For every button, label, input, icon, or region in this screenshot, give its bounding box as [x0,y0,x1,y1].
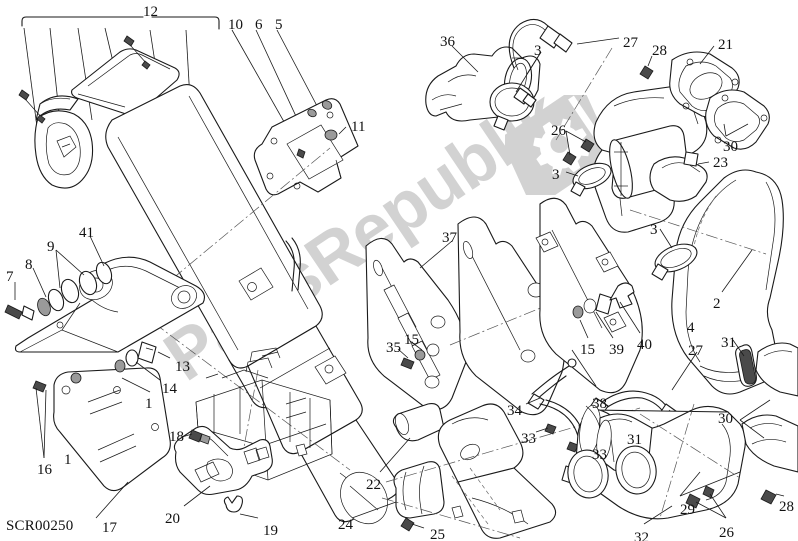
callout-number: 7 [6,269,14,285]
callout-number: 12 [143,4,158,20]
callout-number: 37 [442,230,457,246]
diagram-code: SCR00250 [6,518,74,534]
callout-number: 30 [718,411,733,427]
callout-number: 32 [634,530,649,541]
callout-number: 31 [627,432,642,448]
callout-number: 8 [25,257,33,273]
callout-number: 40 [637,337,652,353]
callout-number: 3 [650,222,658,238]
callout-number: 24 [338,517,353,533]
callout-number: 20 [165,511,180,527]
callout-number: 33 [592,447,607,463]
callout-number: 3 [552,167,560,183]
callout-number: 27 [623,35,638,51]
callout-number: 18 [169,429,184,445]
callout-number: 27 [688,343,703,359]
callout-number: 15 [580,342,595,358]
callout-number: 5 [275,17,283,33]
callout-number: 36 [440,34,455,50]
callout-number: 30 [723,139,738,155]
callout-number: 15 [404,332,419,348]
callout-number: 6 [255,17,263,33]
callout-number: 19 [263,523,278,539]
callout-number: 1 [64,452,72,468]
callout-number: 11 [351,119,366,135]
callout-number: 35 [386,340,401,356]
callout-number: 41 [79,225,94,241]
callout-number: 3 [534,43,542,59]
callout-number: 1 [145,396,153,412]
callout-number: 26 [719,525,734,541]
callout-number: 21 [718,37,733,53]
callout-number: 2 [713,296,721,312]
callout-number: 33 [521,431,536,447]
callout-number: 9 [47,239,55,255]
callout-number: 34 [507,403,522,419]
callout-number: 29 [680,502,695,518]
callout-number: 39 [609,342,624,358]
callout-number: 23 [713,155,728,171]
callout-number: 10 [228,17,243,33]
callout-number: 31 [721,335,736,351]
callout-number: 16 [37,462,52,478]
callout-number: 13 [175,359,190,375]
callout-number: 17 [102,520,117,536]
callout-number: 14 [162,381,177,397]
callout-number: 22 [366,477,381,493]
callout-number: 26 [551,123,566,139]
callout-number: 28 [779,499,794,515]
callout-number: 38 [592,396,607,412]
callout-number: 28 [652,43,667,59]
callout-number: 25 [430,527,445,541]
callout-number: 4 [687,320,695,336]
